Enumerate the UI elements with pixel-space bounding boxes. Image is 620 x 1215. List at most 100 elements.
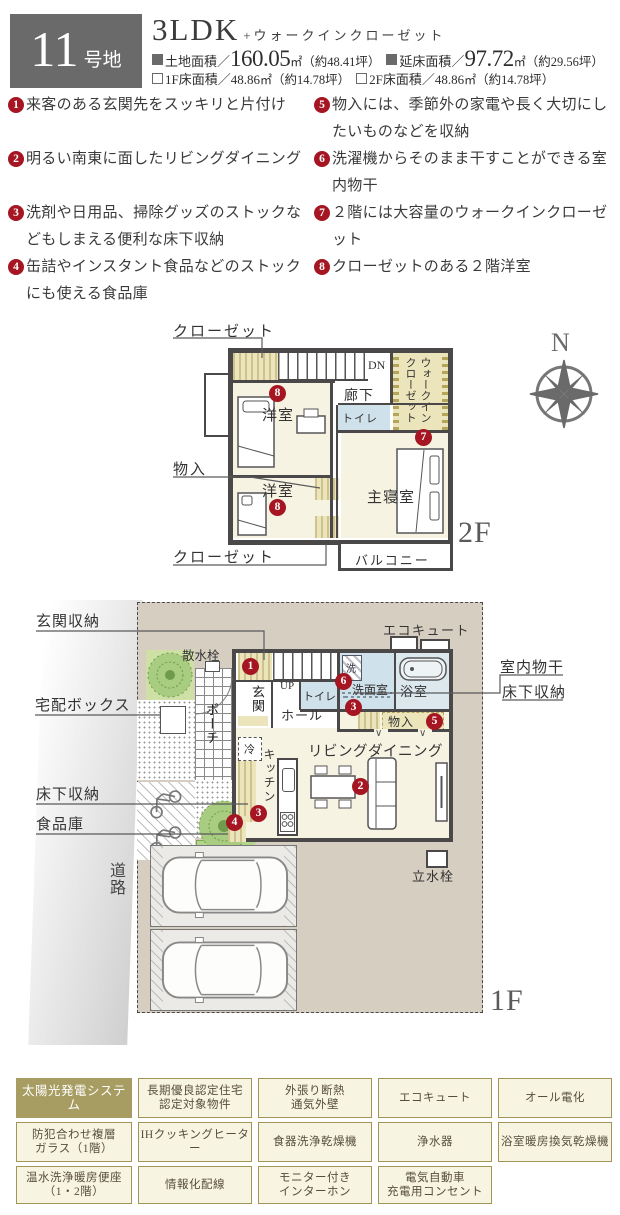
wall xyxy=(299,682,301,710)
compass: N xyxy=(523,328,603,435)
desk-icon xyxy=(296,408,326,434)
bath-label: 浴室 xyxy=(400,684,429,699)
feature-number-1: 1 xyxy=(8,97,24,113)
floor1-area-note: （約14.78坪） xyxy=(272,73,351,87)
bed-icon xyxy=(237,396,275,468)
feature-item-5: 5 物入には、季節外の家電や長く大切にしたいものなどを収納 xyxy=(314,92,616,146)
feature-number-6: 6 xyxy=(314,151,330,167)
feature-text-1: 来客のある玄関先をスッキリと片付け xyxy=(26,97,287,113)
floor2-balcony: バルコニー xyxy=(338,541,453,571)
hall-label: ホール xyxy=(281,708,324,723)
feature-list-left: 1 来客のある玄関先をスッキリと片付け 2 明るい南東に面したリビングダイニング… xyxy=(8,92,310,308)
feature-text-5: 物入には、季節外の家電や長く大切にしたいものなどを収納 xyxy=(332,97,608,140)
filled-square-icon xyxy=(386,53,398,65)
floor1-area-unit: ㎡ xyxy=(259,73,272,87)
wall xyxy=(390,353,393,405)
plan-type-suffix: +ウォークインクローゼット xyxy=(243,28,446,43)
floor2-area: 2F床面積／ 48.86 ㎡ （約14.78坪） xyxy=(356,69,554,88)
land-area-note: （約48.41坪） xyxy=(302,55,381,69)
lot-number: 11 xyxy=(30,21,79,77)
floor1-hall-closet xyxy=(358,712,380,731)
floor2-toilet xyxy=(338,405,390,430)
floor2-bedroom2-label: 洋室 xyxy=(262,484,295,500)
wall xyxy=(236,680,337,682)
feature-item-4: 4 缶詰やインスタント食品などのストックにも使える食品庫 xyxy=(8,254,310,308)
equipment-ev-outlet: 電気自動車 充電用コンセント xyxy=(378,1166,492,1204)
floor1-tag: 1F xyxy=(490,984,524,1017)
feature-number-4: 4 xyxy=(8,259,24,275)
open-square-icon xyxy=(356,73,368,84)
door-gap xyxy=(374,729,388,732)
filled-square-icon xyxy=(152,53,163,65)
land-area-unit: ㎡ xyxy=(290,55,303,69)
stairs-up-label: UP xyxy=(280,680,295,692)
kitchen-label: キッチン xyxy=(262,748,276,804)
badge-3a: 3 xyxy=(345,699,362,716)
feature-item-1: 1 来客のある玄関先をスッキリと片付け xyxy=(8,92,310,146)
floor2-area-label: 2F床面積／ xyxy=(369,72,435,87)
floor2-closet-top-label: クローゼット xyxy=(173,324,276,340)
lot-number-box: 11 号地 xyxy=(10,14,142,88)
laundry-pole-icon: ∨ xyxy=(419,728,427,739)
equipment-dishwasher: 食器洗浄乾燥機 xyxy=(258,1122,372,1162)
ecocute-label: エコキュート xyxy=(383,623,471,638)
badge-3b: 3 xyxy=(250,805,267,822)
equipment-joho-haisen: 情報化配線 xyxy=(138,1166,252,1204)
plan-type: 3LDK xyxy=(152,12,240,47)
annotation-genkan-shuno: 玄関収納 xyxy=(36,614,101,630)
floor2-closet-bottom-label: クローゼット xyxy=(173,550,276,566)
feature-item-2: 2 明るい南東に面したリビングダイニング xyxy=(8,146,310,200)
floor2-balcony-label: バルコニー xyxy=(355,553,430,568)
feature-text-7: ２階には大容量のウォークインクローゼット xyxy=(332,205,608,248)
bathtub-icon xyxy=(399,657,447,681)
wall xyxy=(338,403,448,405)
hatch-strip xyxy=(151,930,163,1010)
door-gap xyxy=(418,729,432,732)
floor2-closet-top xyxy=(233,353,278,381)
floor2-closet-bottom xyxy=(315,516,339,538)
wall xyxy=(394,653,396,710)
floor2-toilet-label: トイレ xyxy=(342,413,378,425)
equipment-josuiki: 浄水器 xyxy=(378,1122,492,1162)
floor2-monoire-label: 物入 xyxy=(173,462,208,478)
wall xyxy=(338,430,448,433)
genkan-label: 玄関 xyxy=(250,685,265,713)
rissui-label: 立水栓 xyxy=(412,869,455,884)
area-line-2: 1F床面積／ 48.86 ㎡ （約14.78坪） 2F床面積／ 48.86 ㎡ … xyxy=(152,69,560,88)
floor2-bedroom1-label: 洋室 xyxy=(262,408,295,424)
equipment-bohan-glass: 防犯合わせ複層 ガラス（1階） xyxy=(16,1122,132,1162)
wall xyxy=(337,729,449,732)
equipment-ih-heater: IHクッキングヒーター xyxy=(138,1122,252,1162)
floor2-wic-label: ウォークインクローゼット xyxy=(404,357,431,423)
wall xyxy=(337,653,340,731)
sansui-faucet xyxy=(205,661,220,672)
floor1-area-value: 48.86 xyxy=(230,72,260,87)
approach-strip xyxy=(137,782,195,860)
rissui-faucet xyxy=(426,850,448,868)
feature-list-right: 5 物入には、季節外の家電や長く大切にしたいものなどを収納 6 洗濯機からそのま… xyxy=(314,92,616,308)
floor1-monoire-label: 物入 xyxy=(388,715,415,729)
wall xyxy=(233,380,335,383)
floor1-area-label: 1F床面積／ xyxy=(165,72,231,87)
dining-table-icon xyxy=(310,765,356,809)
badge-7: 7 xyxy=(415,429,432,446)
floor2-window-bay xyxy=(204,373,231,437)
floor2-stairs xyxy=(278,353,368,381)
compass-rose-icon xyxy=(529,359,599,429)
car-icon xyxy=(161,937,289,1003)
floor1-washroom-floor-storage xyxy=(342,691,392,699)
equipment-choki-yuryo: 長期優良認定住宅 認定対象物件 xyxy=(138,1078,252,1118)
badge-1: 1 xyxy=(242,658,259,675)
equipment-bath-dryer: 浴室暖房換気乾燥機 xyxy=(498,1122,612,1162)
badge-8a: 8 xyxy=(269,385,286,402)
lot-number-suffix: 号地 xyxy=(83,50,122,71)
bed-icon xyxy=(396,448,444,534)
feature-number-5: 5 xyxy=(314,97,330,113)
equipment-ecocute: エコキュート xyxy=(378,1078,492,1118)
annotation-yukashita-right: 床下収納 xyxy=(502,685,567,701)
wall xyxy=(330,383,333,538)
feature-number-8: 8 xyxy=(314,259,330,275)
floor2-hallway-label: 廊下 xyxy=(344,389,374,404)
feature-item-7: 7 ２階には大容量のウォークインクローゼット xyxy=(314,200,616,254)
wall xyxy=(271,682,273,728)
